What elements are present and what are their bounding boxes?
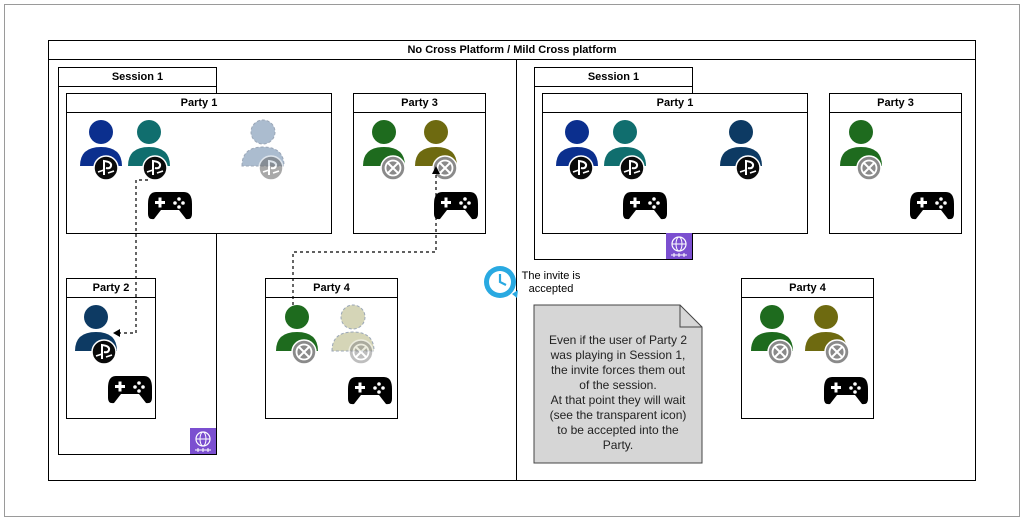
session-left-title: Session 1 (58, 67, 217, 87)
note-line: of the session. (579, 378, 657, 392)
party4-right-title: Party 4 (741, 278, 874, 298)
gamepad-icon (434, 192, 478, 220)
gamepad-icon (910, 192, 954, 220)
playstation-badge-icon (91, 339, 117, 365)
canvas-border (4, 4, 1020, 517)
diagram-title: No Cross Platform / Mild Cross platform (48, 40, 976, 60)
playstation-badge-icon (142, 155, 168, 181)
playstation-badge-icon (735, 155, 761, 181)
party4-left-title: Party 4 (265, 278, 398, 298)
network-globe-icon (666, 233, 692, 259)
note-text: Even if the user of Party 2 was playing … (536, 333, 700, 453)
xbox-badge-icon (767, 339, 793, 365)
party1-left (66, 93, 332, 234)
note-line: was playing in Session 1, (550, 348, 686, 362)
invite-caption-line1: The invite is (521, 270, 581, 282)
gamepad-icon (623, 192, 667, 220)
gamepad-icon (148, 192, 192, 220)
note-line: the invite forces them out (550, 363, 686, 377)
gamepad-icon (348, 377, 392, 405)
gamepad-icon (824, 377, 868, 405)
note-line: At that point they will wait (550, 393, 686, 407)
xbox-badge-icon (380, 155, 406, 181)
playstation-badge-icon (568, 155, 594, 181)
playstation-badge-icon (93, 155, 119, 181)
xbox-badge-icon (348, 339, 374, 365)
playstation-badge-icon (258, 155, 284, 181)
gamepad-icon (108, 376, 152, 404)
party1-left-title: Party 1 (66, 93, 332, 113)
session-right-title: Session 1 (534, 67, 693, 87)
xbox-badge-icon (824, 339, 850, 365)
panel-divider (516, 60, 517, 481)
party3-right-title: Party 3 (829, 93, 962, 113)
party3-left-title: Party 3 (353, 93, 486, 113)
refresh-clock-icon (484, 266, 518, 298)
invite-caption-line2: accepted (528, 283, 574, 295)
invite-connector (113, 179, 148, 337)
note-line: Party. (602, 438, 634, 452)
playstation-badge-icon (619, 155, 645, 181)
party2-left-title: Party 2 (66, 278, 156, 298)
invite-connector (292, 166, 440, 305)
invite-caption: The invite is accepted (516, 270, 586, 296)
party1-right-title: Party 1 (542, 93, 808, 113)
xbox-badge-icon (291, 339, 317, 365)
xbox-badge-icon (856, 155, 882, 181)
network-globe-icon (190, 428, 216, 454)
note-line: Even if the user of Party 2 (548, 333, 688, 347)
note-line: (see the transparent icon) (549, 408, 687, 422)
note-line: to be accepted into the (557, 423, 679, 437)
